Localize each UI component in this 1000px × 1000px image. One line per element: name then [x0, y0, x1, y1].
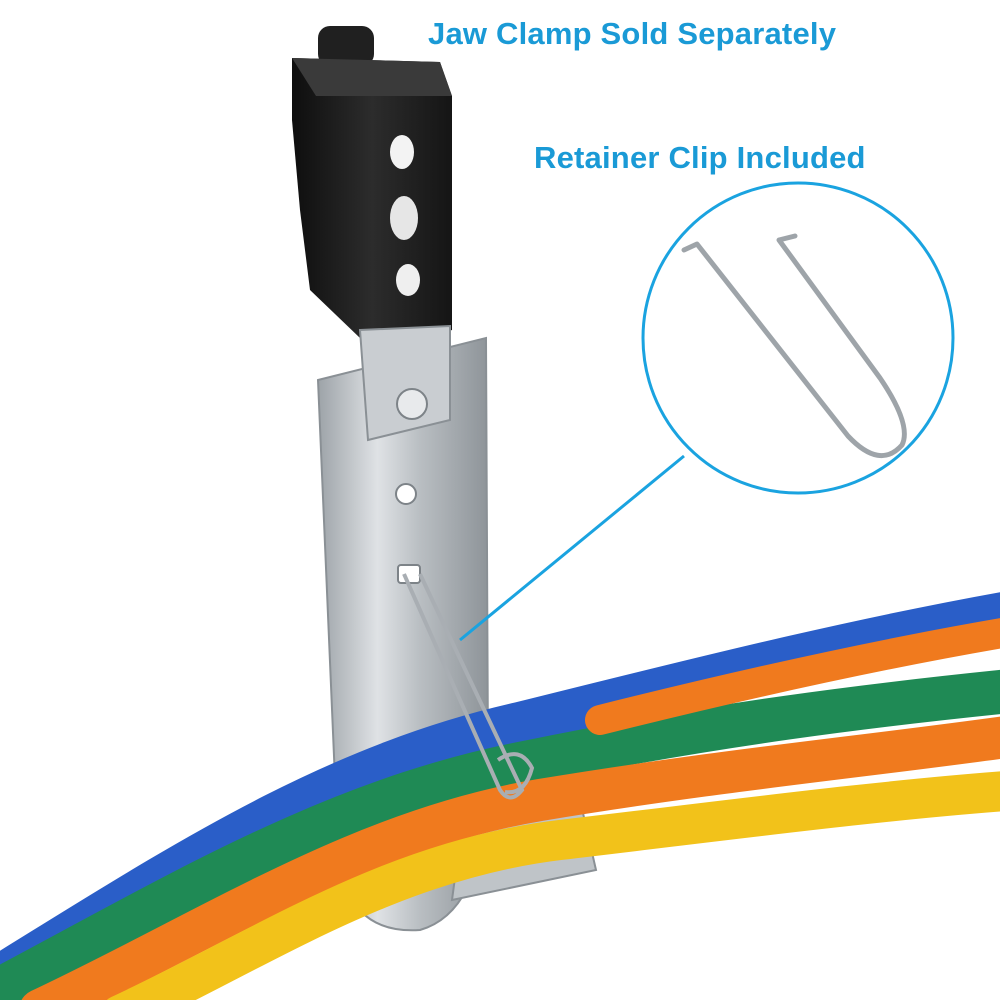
retainer-clip: [402, 573, 535, 800]
j-hook-bracket: [358, 324, 451, 442]
cable-yellow: [106, 771, 1000, 1000]
retainer-clip-caption: Retainer Clip Included: [534, 140, 866, 175]
cable-bundle: [0, 592, 1000, 1000]
jaw-clamp-bolt: [318, 26, 374, 66]
j-hook-slot: [395, 483, 417, 505]
jaw-clamp: [292, 26, 452, 340]
retainer-clip-callout: [459, 181, 955, 642]
cable-orange-upper: [585, 618, 1000, 735]
j-hook-clip-slot: [397, 564, 421, 584]
jaw-clamp-body: [292, 58, 452, 340]
clamp-hole: [390, 196, 418, 240]
retainer-clip-detail: [681, 233, 907, 459]
clamp-hole: [390, 135, 414, 169]
callout-line: [459, 454, 685, 642]
cable-orange: [21, 716, 1000, 1000]
jaw-clamp-top-face: [292, 58, 452, 96]
jaw-clamp-caption: Jaw Clamp Sold Separately: [428, 16, 837, 51]
callout-circle: [641, 181, 955, 495]
clamp-hole: [396, 264, 420, 296]
j-hook-rivet: [396, 388, 428, 420]
